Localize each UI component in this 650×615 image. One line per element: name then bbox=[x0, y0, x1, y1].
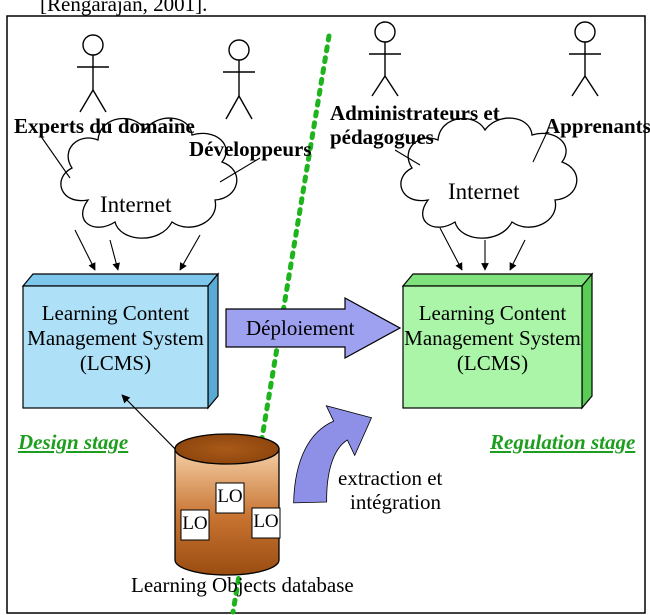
actor-learners-label: Apprenants bbox=[545, 114, 650, 138]
actor-learners-figure bbox=[569, 21, 601, 97]
cloud-left bbox=[60, 117, 238, 239]
regulation-stage-label: Regulation stage bbox=[490, 430, 636, 454]
actor-admins-label-1: Administrateurs et bbox=[330, 101, 500, 125]
lo-card-left bbox=[180, 509, 210, 541]
actor-developers-figure bbox=[223, 39, 255, 120]
lcms-left-line1: Learning Content bbox=[41, 301, 190, 325]
lcms-left-line3: (LCMS) bbox=[79, 351, 152, 375]
actor-admins-figure bbox=[369, 21, 401, 97]
deploy-arrow bbox=[225, 296, 402, 360]
cloud-lcms-arrows bbox=[74, 227, 526, 271]
lo-label-top: LO bbox=[217, 486, 243, 507]
lcms-left-box bbox=[21, 272, 220, 410]
lo-card-right bbox=[251, 507, 281, 539]
extraction-arrow bbox=[293, 405, 373, 504]
lcms-left-line2: Management System bbox=[27, 326, 204, 350]
outer-frame bbox=[6, 15, 646, 614]
actor-experts-label: Experts du domaine bbox=[14, 114, 195, 138]
actor-experts-figure bbox=[77, 34, 109, 113]
extraction-label-1: extraction et bbox=[338, 466, 443, 490]
lcms-right-box bbox=[401, 272, 594, 410]
lcms-db-link bbox=[121, 394, 184, 458]
lo-card-top bbox=[215, 482, 245, 514]
deploy-label: Déploiement bbox=[246, 316, 355, 340]
actor-admins-label-2: pédagogues bbox=[330, 125, 434, 149]
cloud-right bbox=[400, 117, 578, 239]
actor-developers-label: Développeurs bbox=[189, 137, 312, 161]
cloud-left-label: Internet bbox=[100, 192, 172, 217]
extraction-label-2: intégration bbox=[350, 490, 441, 514]
actor-cloud-connectors bbox=[39, 129, 549, 183]
lcms-right-line2: Management System bbox=[404, 326, 581, 350]
header-fragment: [Rengarajan, 2001]. bbox=[40, 0, 208, 16]
design-stage-label: Design stage bbox=[18, 430, 129, 454]
cloud-right-label: Internet bbox=[448, 179, 520, 204]
lo-label-left: LO bbox=[182, 513, 208, 534]
lcms-right-line3: (LCMS) bbox=[456, 351, 529, 375]
lcms-right-line1: Learning Content bbox=[418, 301, 567, 325]
database-label: Learning Objects database bbox=[131, 573, 354, 597]
lo-label-right: LO bbox=[253, 511, 279, 532]
